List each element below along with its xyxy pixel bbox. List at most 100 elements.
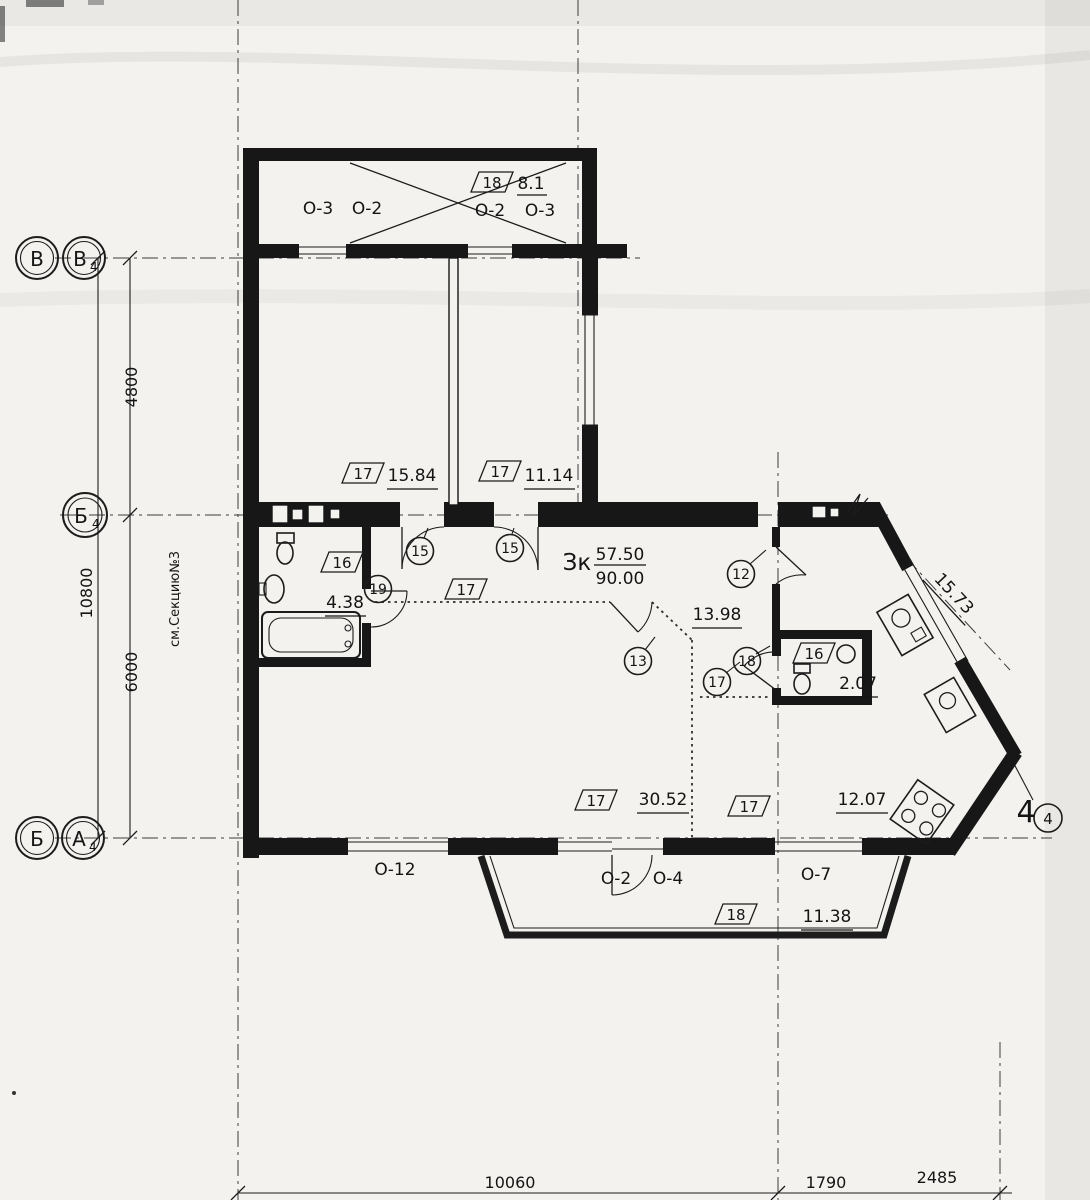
mark-number: 12 [732,567,750,583]
mark-19: 19 [363,574,393,604]
mark-leader [749,549,767,565]
wall-stub [597,244,627,258]
kitchen-door-leaf [775,546,807,576]
wc-door-swing-arc [743,651,777,667]
bathroom-door-swing-arc [370,590,408,628]
axis-bubble-b4: Б 4 [62,492,108,538]
axis-label-v4-sub: 4 [90,260,98,274]
dim-4800: 4800 [122,367,141,408]
apartment-type-label: Зк [563,550,592,576]
axis-bubble-b: Б [15,816,59,860]
wall-hall-partition [772,527,780,547]
opening-label-o2: О-2 [601,869,631,889]
axis-circle-inner [67,497,103,533]
room-labels: 18 8.1 17 15.84 17 11.14 16 4.38 17 13.9 [320,171,888,931]
mark-17: 17 [702,661,741,697]
axis-label-a4-sub: 4 [89,840,97,854]
room-tag-wc: 16 2.07 [792,642,878,698]
balcony-door-swing-arc [611,854,653,896]
opening-labels: О-3 О-2 О-2 О-3 О-12 О-2 О-4 О-7 [303,199,831,889]
windows-layer [299,162,969,939]
stove-body [889,778,955,846]
mark-15-a: 15 [405,527,435,566]
axis-label-v4: В [73,247,87,271]
tag-number: 17 [586,792,605,810]
axis-circle-inner [19,820,55,856]
mark-circle [363,574,393,604]
axis-circle-inner [19,240,55,276]
mark-leader [423,527,429,539]
room-area: 11.38 [803,907,852,927]
wall-chamfer [943,748,1022,856]
note-see-section-3: см.Секцию№3 [168,551,183,647]
tag-parallelogram [792,642,836,664]
wall-balcony-left [243,148,259,258]
dim-ticks [122,250,138,846]
mark-18: 18 [732,645,771,676]
mark-circle [495,533,525,563]
kitchen-counter-unit-icon [923,676,977,734]
toilet-bowl-icon [276,541,294,565]
dim-1790: 1790 [806,1173,847,1192]
balcony-cross-brace [349,162,567,244]
wall-hall-partition [772,584,780,630]
dim-10060: 10060 [485,1173,536,1192]
wall-main-b4 [778,502,880,527]
apartment-area-living: 57.50 [596,545,645,565]
axis-markers: В В 4 Б 4 Б А 4 4 4 [15,236,1063,860]
mark-number: 17 [708,675,726,691]
tag-number: 17 [353,465,372,483]
kitchen-sink-bowl [938,692,957,710]
room-tag-kitchen: 17 12.07 [727,790,888,817]
tag-number: 17 [739,798,758,816]
paper-fold [0,296,1090,303]
bathtub-inner-icon [268,617,354,653]
wall-diagonal [868,501,914,572]
mark-number: 19 [369,582,387,598]
dim-2485: 2485 [917,1168,958,1187]
balcony-bottom-inner-line [489,855,900,929]
room-area: 15.84 [388,466,437,486]
scan-speck [12,1091,16,1095]
axis-label-b: Б [30,827,44,851]
vent-duct [291,508,304,521]
kitchen-sink-bowl [891,608,911,628]
tag-parallelogram [727,795,771,817]
axis-circle-inner [65,820,101,856]
room-area: 2.07 [839,674,877,694]
scan-edge-shadow [0,0,1090,26]
tag-parallelogram [478,460,522,482]
axis-bubble-4: 4 4 [1016,795,1063,833]
doors-layer [370,526,807,896]
tag-parallelogram [341,462,385,484]
mark-circle [405,536,435,566]
wall-wc-right [862,630,872,705]
room-area-hall: 13.98 [692,605,742,629]
apartment-summary: Зк 57.50 90.00 [563,545,646,589]
mark-leader [725,661,741,674]
kitchen-counter [923,676,977,734]
wall-main-b4 [582,502,758,527]
room-area: 4.38 [326,593,364,613]
axis-circle [15,816,59,860]
dim-underline [922,579,966,626]
room-tag-bedroom1: 17 15.84 [341,462,438,490]
axis-label-v: В [30,247,44,271]
stove-icon [889,778,955,846]
mark-circle [702,667,732,697]
stove-burner [919,821,934,836]
mark-number: 18 [738,654,756,670]
dimension-lines [90,250,1034,1200]
mark-leader [755,645,771,655]
window-diagonal [901,558,969,668]
room-area: 30.52 [639,790,688,810]
window-o7 [775,841,862,852]
bathtub-tap-icon [344,624,352,632]
opening-label-o2: О-2 [475,201,505,221]
stove-burner [931,803,947,818]
wall-bathroom-right [362,527,371,589]
